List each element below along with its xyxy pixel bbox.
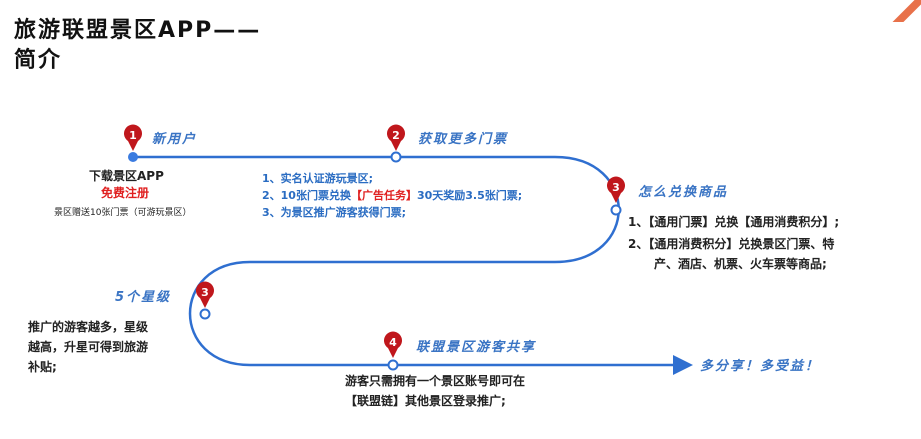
final-slogan: 多分享！多受益！ <box>700 359 821 374</box>
new-user-register: 免费注册 <box>101 186 150 200</box>
more-tickets-item-3: 3、为景区推广游客获得门票; <box>262 206 407 219</box>
more-tickets-item-1: 1、实名认证游玩景区; <box>262 172 374 185</box>
map-pin-icon: 3 <box>196 281 214 308</box>
more-tickets-item-2: 2、10张门票兑换【广告任务】30天奖励3.5张门票; <box>262 187 522 203</box>
step-label-more-tickets: 获取更多门票 <box>418 132 509 147</box>
more-tickets-item-2a: 2、10张门票兑换 <box>262 189 351 202</box>
title-line-2: 简介 <box>14 48 63 73</box>
more-tickets-item-2c: 30天奖励3.5张门票; <box>416 189 523 202</box>
svg-text:3: 3 <box>612 181 620 194</box>
title-line-1: 旅游联盟景区APP—— <box>14 18 262 43</box>
node-dot-1 <box>128 152 138 162</box>
step-label-stars: 5个星级 <box>115 290 172 305</box>
svg-text:2: 2 <box>392 129 400 142</box>
stars-line-3: 补贴; <box>28 360 57 374</box>
stars-line-2: 越高，升星可得到旅游 <box>28 340 149 354</box>
map-pin-icon: 2 <box>387 124 405 151</box>
svg-text:3: 3 <box>201 286 209 299</box>
svg-text:4: 4 <box>389 336 397 349</box>
new-user-gift: 景区赠送10张门票（可游玩景区） <box>54 208 192 218</box>
share-line-2: 【联盟链】其他景区登录推广; <box>345 394 506 408</box>
node-dot-2 <box>390 151 402 163</box>
flow-line <box>133 155 693 375</box>
exchange-item-1: 1、【通用门票】兑换【通用消费积分】; <box>628 215 840 229</box>
node-dot-3 <box>610 204 622 216</box>
map-pin-icon: 4 <box>384 331 402 358</box>
stars-line-1: 推广的游客越多，星级 <box>28 320 149 334</box>
step-label-exchange: 怎么兑换商品 <box>638 185 729 200</box>
page-title: 旅游联盟景区APP—— 简介 <box>14 16 261 76</box>
new-user-download: 下载景区APP <box>89 169 164 183</box>
share-line-1: 游客只需拥有一个景区账号即可在 <box>345 374 526 388</box>
more-tickets-item-2b: 【广告任务】 <box>350 189 417 202</box>
step-label-new-user: 新用户 <box>152 132 198 147</box>
node-dot-5 <box>387 359 399 371</box>
svg-text:1: 1 <box>129 129 137 142</box>
node-dot-4 <box>199 308 211 320</box>
exchange-item-2: 2、【通用消费积分】兑换景区门票、特 <box>628 237 835 251</box>
map-pin-icon: 3 <box>607 176 625 203</box>
exchange-item-3: 产、酒店、机票、火车票等商品; <box>654 257 827 271</box>
map-pin-icon: 1 <box>124 124 142 151</box>
corner-decoration <box>879 0 921 22</box>
step-label-share: 联盟景区游客共享 <box>416 340 537 355</box>
